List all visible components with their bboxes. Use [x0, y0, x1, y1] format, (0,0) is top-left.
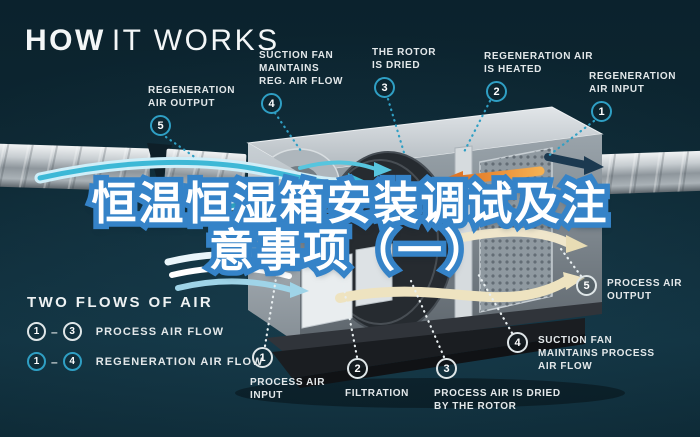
headline-fill: 意事项（一）: [208, 225, 491, 276]
legend-row-process: 1 – 3 PROCESS AIR FLOW: [27, 322, 264, 341]
callout-process-fan: 4 SUCTION FAN MAINTAINS PROCESS AIR FLOW: [507, 332, 655, 373]
regeneration-output-arrow: [544, 153, 604, 175]
title-bold: HOW: [25, 24, 106, 57]
step-badge: 4: [62, 352, 82, 371]
step-badge: 1: [591, 101, 612, 122]
callout-label: PROCESS AIR OUTPUT: [607, 278, 683, 302]
headline-line-2: 意事项（一） 意事项（一）: [0, 222, 700, 280]
step-badge: 3: [436, 358, 457, 379]
range-dash: –: [51, 324, 58, 339]
step-badge: 4: [507, 332, 528, 353]
range-dash: –: [51, 354, 58, 369]
heater-arrow: [438, 166, 545, 190]
callout-label: SUCTION FAN MAINTAINS REG. AIR FLOW: [259, 50, 344, 87]
callout-regeneration-output: REGENERATION AIR OUTPUT 5: [148, 84, 235, 136]
callout-label: SUCTION FAN MAINTAINS PROCESS AIR FLOW: [538, 335, 655, 372]
callout-label: REGENERATION AIR IS HEATED: [484, 51, 594, 75]
machine-deck: [266, 302, 602, 354]
legend-heading: TWO FLOWS OF AIR: [27, 294, 214, 311]
title-light: IT WORKS: [111, 24, 280, 57]
interior-component: [301, 253, 353, 329]
machine-shadow: [235, 378, 625, 408]
callout-regeneration-fan: SUCTION FAN MAINTAINS REG. AIR FLOW 4: [259, 49, 343, 114]
step-badge: 1: [252, 347, 273, 368]
step-badge: 2: [347, 358, 368, 379]
callout-process-output: 5 PROCESS AIR OUTPUT: [576, 275, 682, 303]
callout-label: REGENERATION AIR OUTPUT: [148, 85, 236, 109]
callout-process-dried: 3 PROCESS AIR IS DRIED BY THE ROTOR: [434, 358, 561, 413]
right-duct: [583, 150, 700, 195]
step-badge: 3: [62, 322, 82, 341]
headline-line-1: 恒温恒湿箱安装调试及注 恒温恒湿箱安装调试及注: [0, 175, 700, 233]
leader-lines: [164, 97, 596, 359]
callout-rotor-dried: THE ROTOR IS DRIED 3: [372, 46, 436, 98]
legend-two-flows: TWO FLOWS OF AIR 1 – 3 PROCESS AIR FLOW …: [27, 294, 264, 371]
step-badge: 2: [486, 81, 507, 102]
step-badge: 3: [374, 77, 395, 98]
step-badge: 1: [27, 322, 46, 341]
step-badge: 5: [150, 115, 171, 136]
headline-stroke: 意事项（一）: [203, 222, 494, 280]
machine-left-panel: [248, 143, 300, 345]
regeneration-airflow-arrows: [34, 156, 432, 217]
step-badge: 1: [27, 352, 46, 371]
legend-label: PROCESS AIR FLOW: [95, 325, 225, 338]
callout-label: PROCESS AIR IS DRIED BY THE ROTOR: [434, 388, 561, 412]
callout-label: FILTRATION: [345, 388, 409, 399]
callout-label: PROCESS AIR INPUT: [250, 377, 326, 401]
callout-label: THE ROTOR IS DRIED: [372, 47, 437, 71]
legend-label: REGENERATION AIR FLOW: [95, 355, 264, 368]
callout-label: REGENERATION AIR INPUT: [589, 71, 677, 95]
process-airflow-arrows: [164, 227, 588, 303]
step-badge: 4: [261, 93, 282, 114]
headline-stroke: 恒温恒湿箱安装调试及注: [86, 175, 612, 233]
step-badge: 5: [576, 275, 597, 296]
callout-filtration: 2 FILTRATION: [345, 358, 409, 400]
callout-air-heated: REGENERATION AIR IS HEATED 2: [484, 50, 593, 102]
callout-process-input: 1 PROCESS AIR INPUT: [250, 347, 325, 402]
headline-fill: 恒温恒湿箱安装调试及注: [91, 178, 609, 229]
chinese-headline-overlay: 恒温恒湿箱安装调试及注 恒温恒湿箱安装调试及注 意事项（一） 意事项（一）: [0, 175, 700, 280]
legend-row-regeneration: 1 – 4 REGENERATION AIR FLOW: [27, 352, 264, 371]
callout-regeneration-input: REGENERATION AIR INPUT 1: [589, 70, 676, 122]
